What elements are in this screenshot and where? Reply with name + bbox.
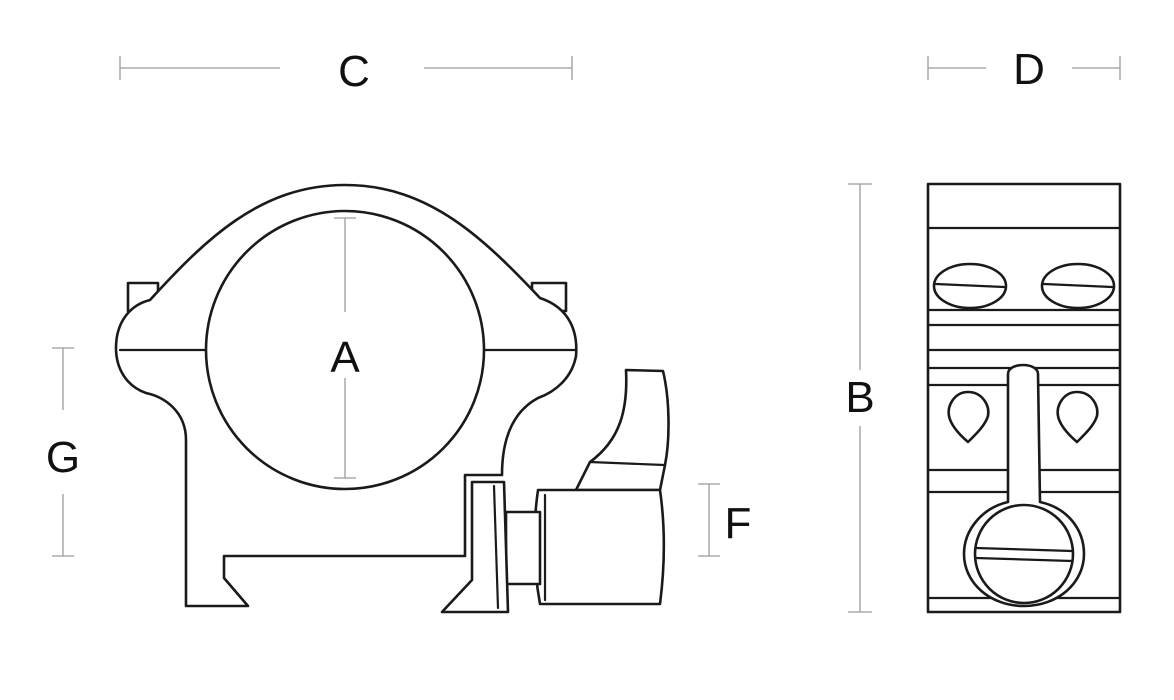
side-view-clamp-jaw: [440, 480, 510, 614]
side-view-bore-circle: [204, 209, 486, 491]
side-view-lever-line: [588, 460, 666, 467]
side-view-clamp-lever: [574, 368, 670, 492]
dimension-c-label: C: [338, 47, 370, 96]
dimension-f-label: F: [725, 499, 752, 548]
front-view-cutout-right: [1056, 390, 1099, 444]
front-view-screw-left-slot: [934, 282, 1006, 289]
front-view-screw-right-slot: [1042, 282, 1114, 289]
front-view-cutout-left: [947, 390, 990, 444]
dimension-a-label: A: [330, 333, 360, 382]
dimension-d: D: [927, 45, 1121, 94]
dimension-a: A: [330, 217, 360, 479]
dimension-b: B: [845, 183, 875, 613]
front-view-clamp-screw-slot-2: [974, 556, 1074, 563]
front-view-clamp-screw: [973, 503, 1075, 605]
side-view-clamp-shaft: [504, 510, 542, 586]
dimension-g-label: G: [46, 433, 80, 482]
side-view-jaw-edge: [492, 484, 500, 610]
front-view: [926, 182, 1122, 614]
dimension-f: F: [698, 483, 752, 557]
front-view-clamp-screw-slot-1: [974, 546, 1074, 553]
side-view: [114, 183, 670, 614]
dimension-b-label: B: [845, 373, 874, 422]
side-view-clamp-knob: [533, 488, 666, 606]
dimension-d-label: D: [1013, 45, 1045, 94]
dimension-g: G: [46, 347, 80, 557]
dimension-c: C: [119, 47, 573, 96]
